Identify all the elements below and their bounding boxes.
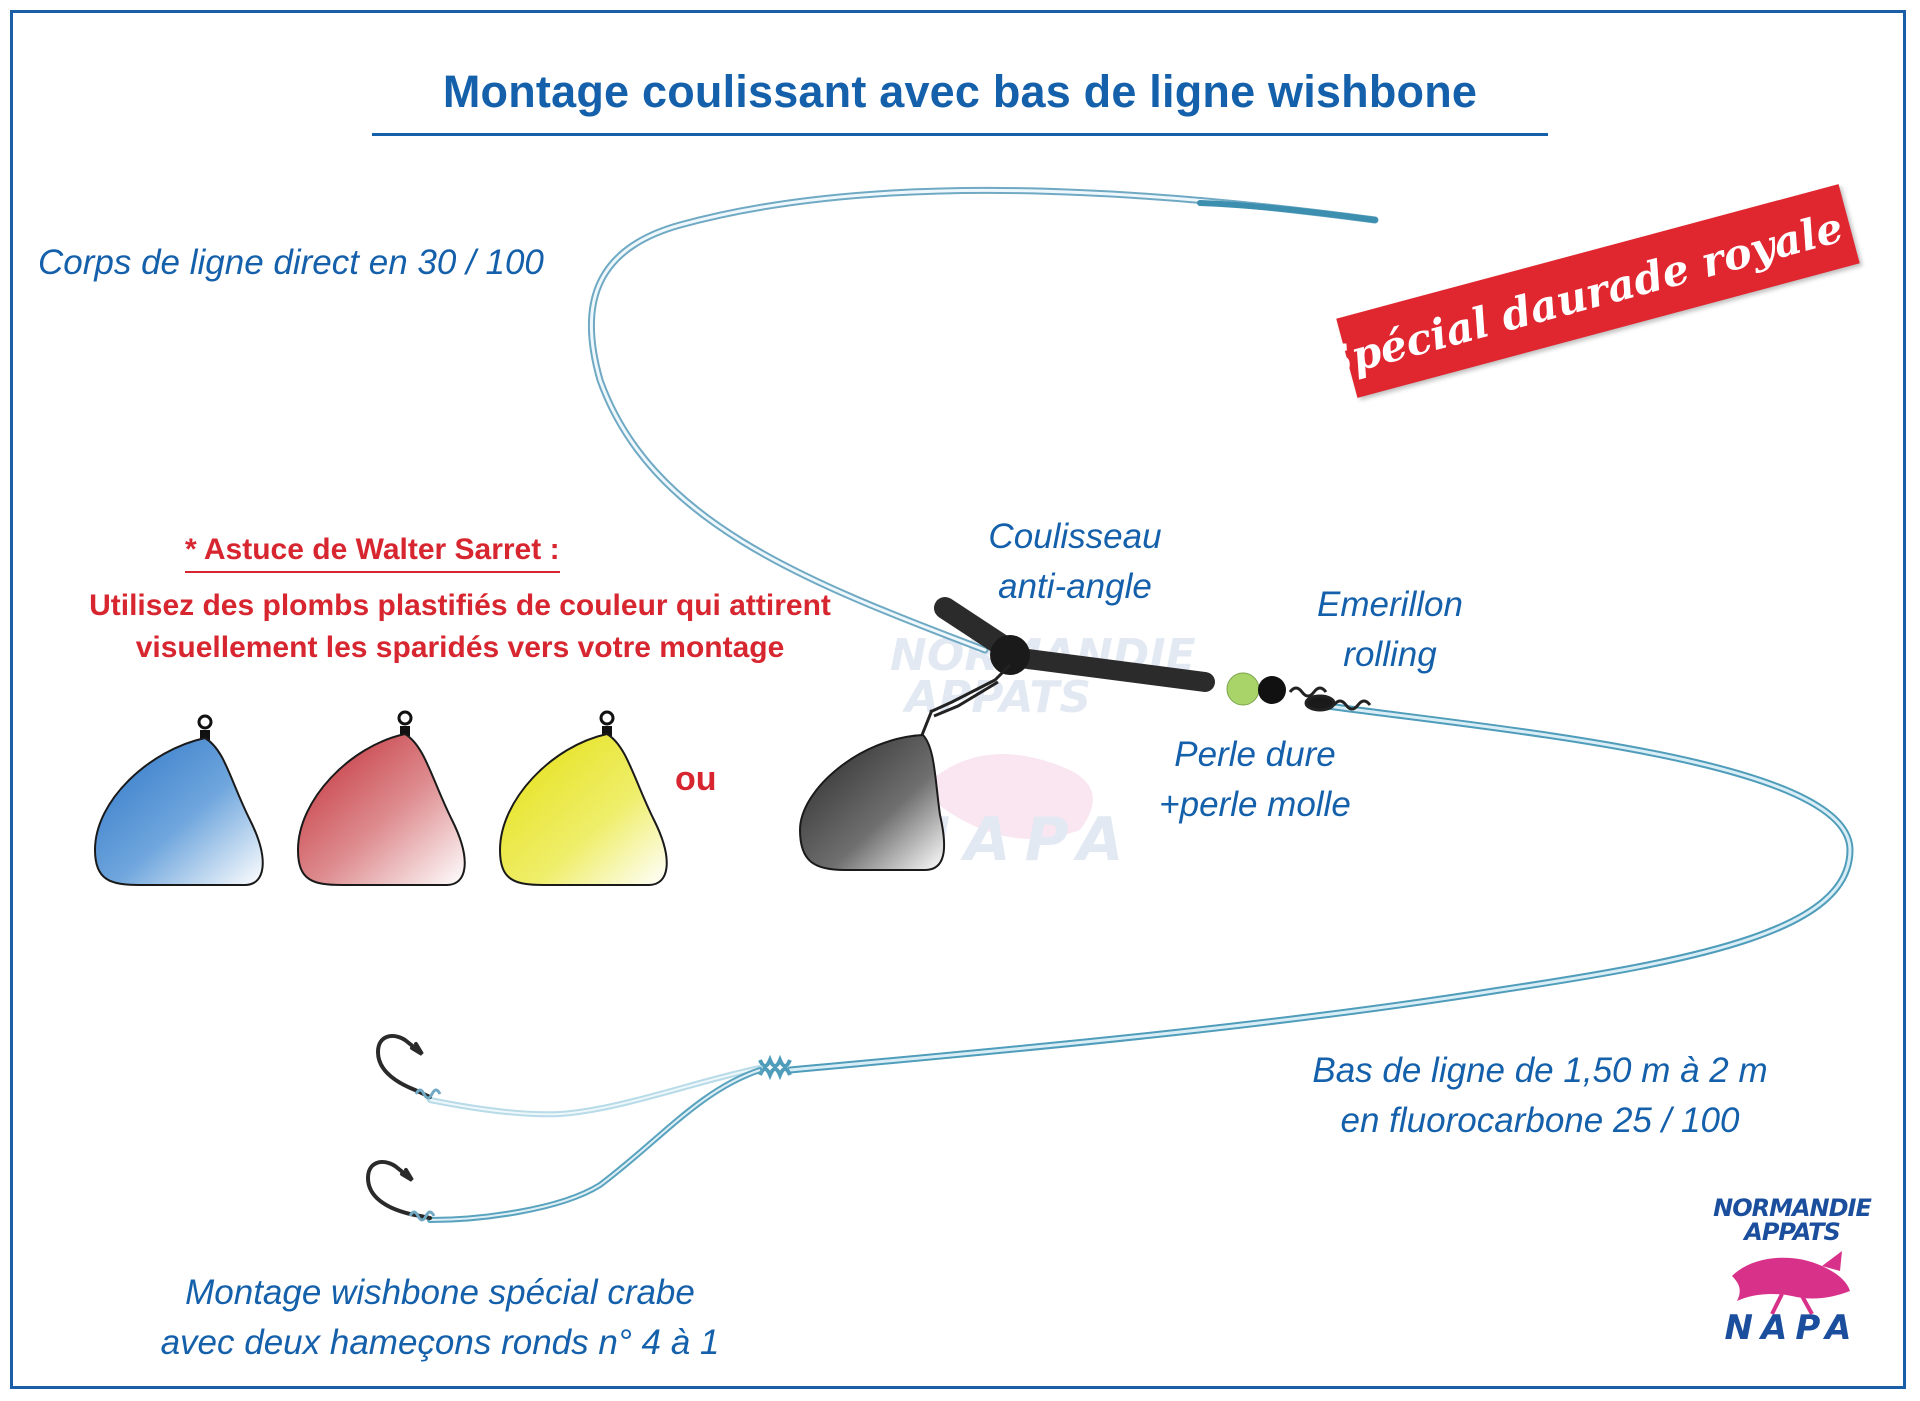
soft-bead <box>1258 676 1286 704</box>
tip-body-line2: visuellement les sparidés vers votre mon… <box>135 631 785 664</box>
wishbone-knot <box>758 1054 792 1081</box>
label-beads-line1: Perle dure <box>1174 735 1336 774</box>
weight-red <box>296 710 466 886</box>
label-leader-line2: en fluorocarbone 25 / 100 <box>1340 1101 1740 1140</box>
label-wishbone-line2: avec deux hameçons ronds n° 4 à 1 <box>160 1323 720 1362</box>
weight-yellow <box>498 710 668 886</box>
title-underline <box>372 133 1548 136</box>
weight-black <box>798 733 946 871</box>
wishbone-arm-lower <box>427 1067 763 1223</box>
label-main-line: Corps de ligne direct en 30 / 100 <box>38 243 544 282</box>
wishbone-arm-upper <box>427 1065 763 1118</box>
label-swivel-line2: rolling <box>1343 635 1437 674</box>
label-slider: Coulisseau anti-angle <box>960 512 1190 612</box>
label-swivel: Emerillon rolling <box>1290 580 1490 680</box>
logo-line1: NORMANDIE <box>1713 1194 1872 1222</box>
label-slider-line1: Coulisseau <box>988 517 1162 556</box>
hard-bead <box>1226 672 1260 706</box>
diagram-title: Montage coulissant avec bas de ligne wis… <box>442 66 1478 117</box>
label-slider-line2: anti-angle <box>998 567 1152 606</box>
hook-lower <box>365 1160 432 1220</box>
frame-border <box>10 10 1906 1389</box>
fish-icon <box>1732 1251 1850 1315</box>
label-swivel-line1: Emerillon <box>1317 585 1463 624</box>
label-leader: Bas de ligne de 1,50 m à 2 m en fluoroca… <box>1300 1046 1780 1146</box>
brand-logo: NORMANDIE APPATS NAPA <box>1712 1194 1872 1348</box>
anti-angle-slider <box>934 597 1215 692</box>
logo-line3: NAPA <box>1724 1308 1860 1348</box>
logo-line2: APPATS <box>1744 1218 1840 1246</box>
tip-body: Utilisez des plombs plastifiés de couleu… <box>10 585 910 669</box>
label-beads-line2: +perle molle <box>1159 785 1351 824</box>
weight-blue <box>93 714 264 886</box>
or-label: ou <box>675 760 717 798</box>
hook-upper <box>375 1034 432 1099</box>
rolling-swivel <box>1288 686 1372 712</box>
tip-body-line1: Utilisez des plombs plastifiés de couleu… <box>89 589 831 622</box>
label-wishbone: Montage wishbone spécial crabe avec deux… <box>140 1268 740 1368</box>
tip-title: * Astuce de Walter Sarret : <box>185 533 560 573</box>
label-leader-line1: Bas de ligne de 1,50 m à 2 m <box>1312 1051 1768 1090</box>
label-beads: Perle dure +perle molle <box>1140 730 1370 830</box>
label-wishbone-line1: Montage wishbone spécial crabe <box>185 1273 695 1312</box>
